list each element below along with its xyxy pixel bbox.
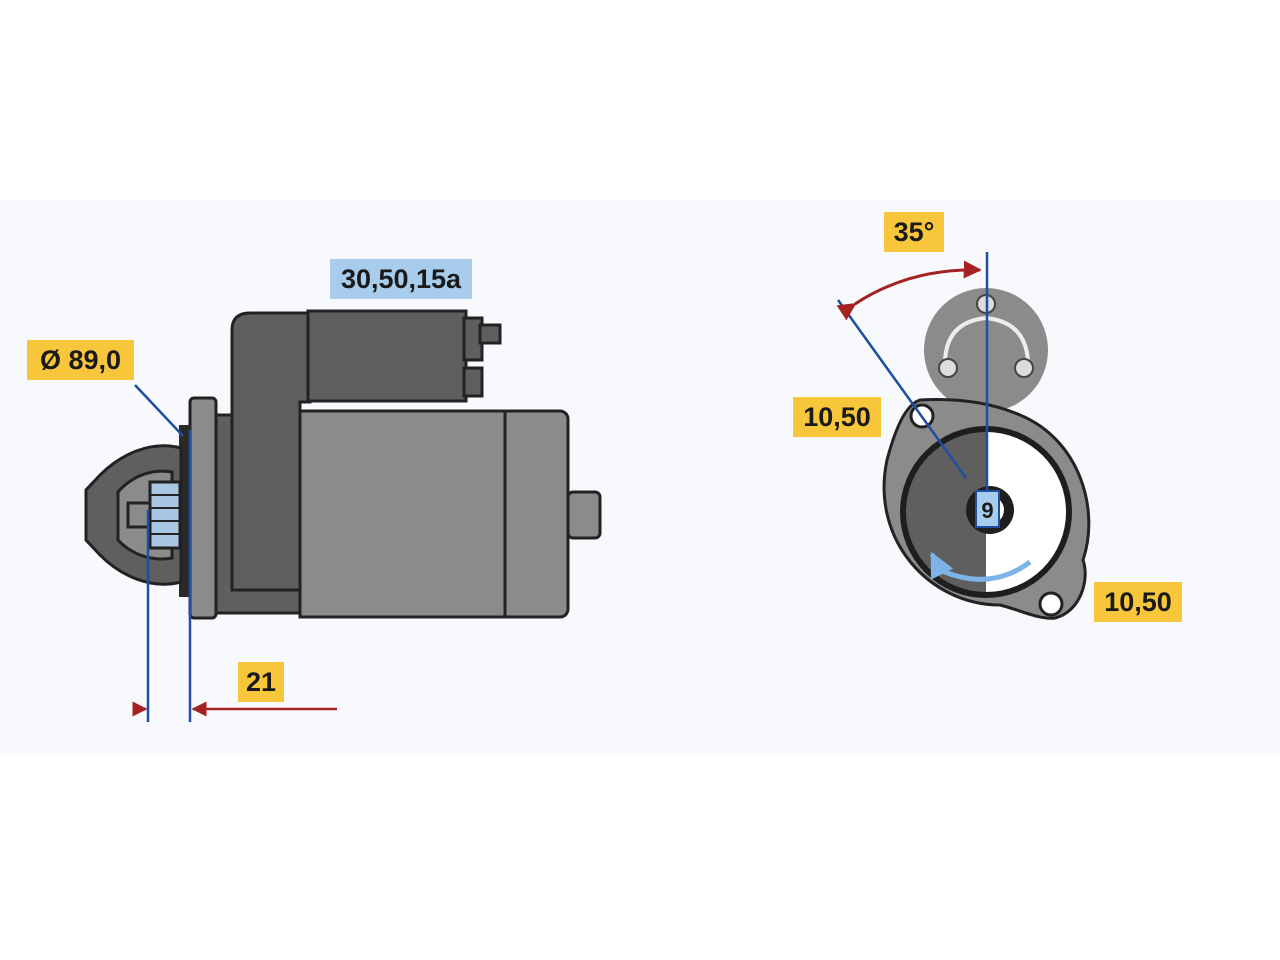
motor-housing bbox=[298, 409, 507, 619]
angle-label: 35° bbox=[884, 212, 944, 252]
angle-arc bbox=[836, 260, 982, 321]
rear-end-cap bbox=[498, 409, 570, 619]
solenoid bbox=[306, 309, 468, 403]
bolt-spacing-right-label: 10,50 bbox=[1094, 582, 1182, 622]
terminal-upper-stud bbox=[478, 323, 502, 345]
terminals-label: 30,50,15a bbox=[330, 259, 472, 299]
terminal-lower bbox=[462, 366, 484, 398]
rear-shaft bbox=[566, 490, 602, 540]
terminal-screw-right bbox=[1014, 358, 1034, 378]
diameter-leader bbox=[134, 384, 184, 437]
housing-face-light bbox=[986, 432, 1066, 592]
bolt-hole-lower bbox=[1038, 591, 1064, 617]
bolt-spacing-left-label: 10,50 bbox=[793, 397, 881, 437]
diameter-label: Ø 89,0 bbox=[27, 340, 134, 380]
pinion-gear bbox=[148, 480, 182, 550]
teeth-count-label: 9 bbox=[975, 490, 1000, 528]
solenoid-bracket bbox=[230, 311, 312, 592]
terminal-screw-left bbox=[938, 358, 958, 378]
flange-offset-label: 21 bbox=[238, 662, 284, 702]
mounting-flange bbox=[188, 396, 218, 620]
rotation-arrow bbox=[929, 551, 1032, 582]
angle-axis bbox=[836, 299, 968, 479]
side-view bbox=[84, 309, 602, 722]
